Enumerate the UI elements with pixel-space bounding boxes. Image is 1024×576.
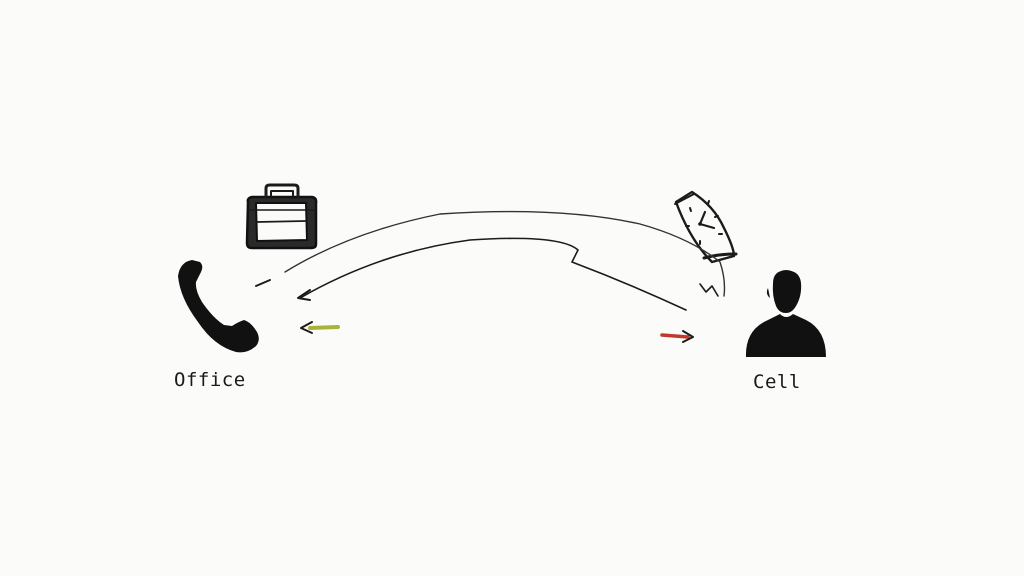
briefcase-icon bbox=[245, 183, 318, 250]
clock-icon bbox=[674, 190, 738, 264]
office-label: Office bbox=[174, 369, 246, 391]
cell-arrow bbox=[660, 330, 694, 343]
person-silhouette-icon bbox=[745, 270, 826, 357]
return-arrowhead bbox=[297, 289, 311, 301]
cell-label: Cell bbox=[753, 371, 801, 393]
office-arrow bbox=[300, 321, 340, 334]
forwarding-path bbox=[255, 210, 726, 311]
phone-handset-icon bbox=[178, 260, 259, 353]
